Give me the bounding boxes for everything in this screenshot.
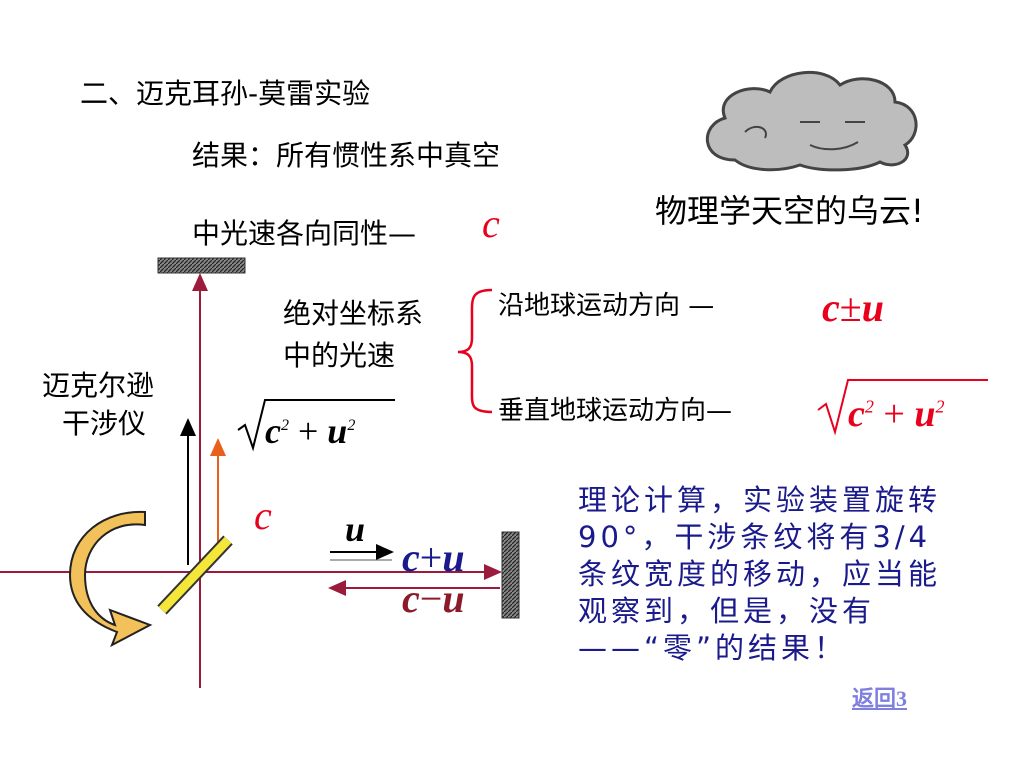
result-line-1: 结果：所有惯性系中真空 — [192, 139, 501, 172]
section-title: 二、迈克耳孙-莫雷实验 — [80, 77, 371, 110]
absolute-frame-line-2: 中的光速 — [283, 339, 396, 372]
along-motion-label: 沿地球运动方向 — — [498, 291, 715, 321]
diagram-sqrt-formula: c2 + u2 — [265, 411, 356, 451]
conclusion-paragraph: 理论计算，实验装置旋转90°，干涉条纹将有3/4条纹宽度的移动，应当能观察到，但… — [578, 483, 942, 665]
along-motion-formula: c±u — [822, 285, 884, 330]
rotation-arrow-icon — [68, 510, 153, 648]
perpendicular-motion-formula: c2 + u2 — [848, 393, 945, 435]
absolute-frame-line-1: 绝对坐标系 — [283, 297, 424, 330]
return-link[interactable]: 返回3 — [852, 686, 908, 711]
diagram-c-label: c — [254, 493, 272, 538]
sqrt-sign-diagram — [237, 399, 395, 452]
diagram-u-label: u — [345, 509, 366, 549]
result-line-2: 中光速各向同性— — [192, 217, 417, 250]
perpendicular-motion-label: 垂直地球运动方向— — [498, 396, 733, 426]
brace — [457, 288, 493, 414]
sqrt-sign-right — [817, 379, 988, 436]
speed-symbol: c — [482, 201, 500, 246]
top-mirror — [157, 257, 246, 274]
c-plus-u-formula: c+u — [402, 535, 465, 580]
right-mirror — [501, 531, 520, 619]
cloud-icon — [706, 70, 918, 172]
instrument-label-line-1: 迈克尔逊 — [42, 369, 155, 402]
c-minus-u-formula: c−u — [402, 576, 465, 621]
instrument-label-line-2: 干涉仪 — [62, 407, 147, 440]
cloud-caption: 物理学天空的乌云! — [655, 192, 924, 230]
